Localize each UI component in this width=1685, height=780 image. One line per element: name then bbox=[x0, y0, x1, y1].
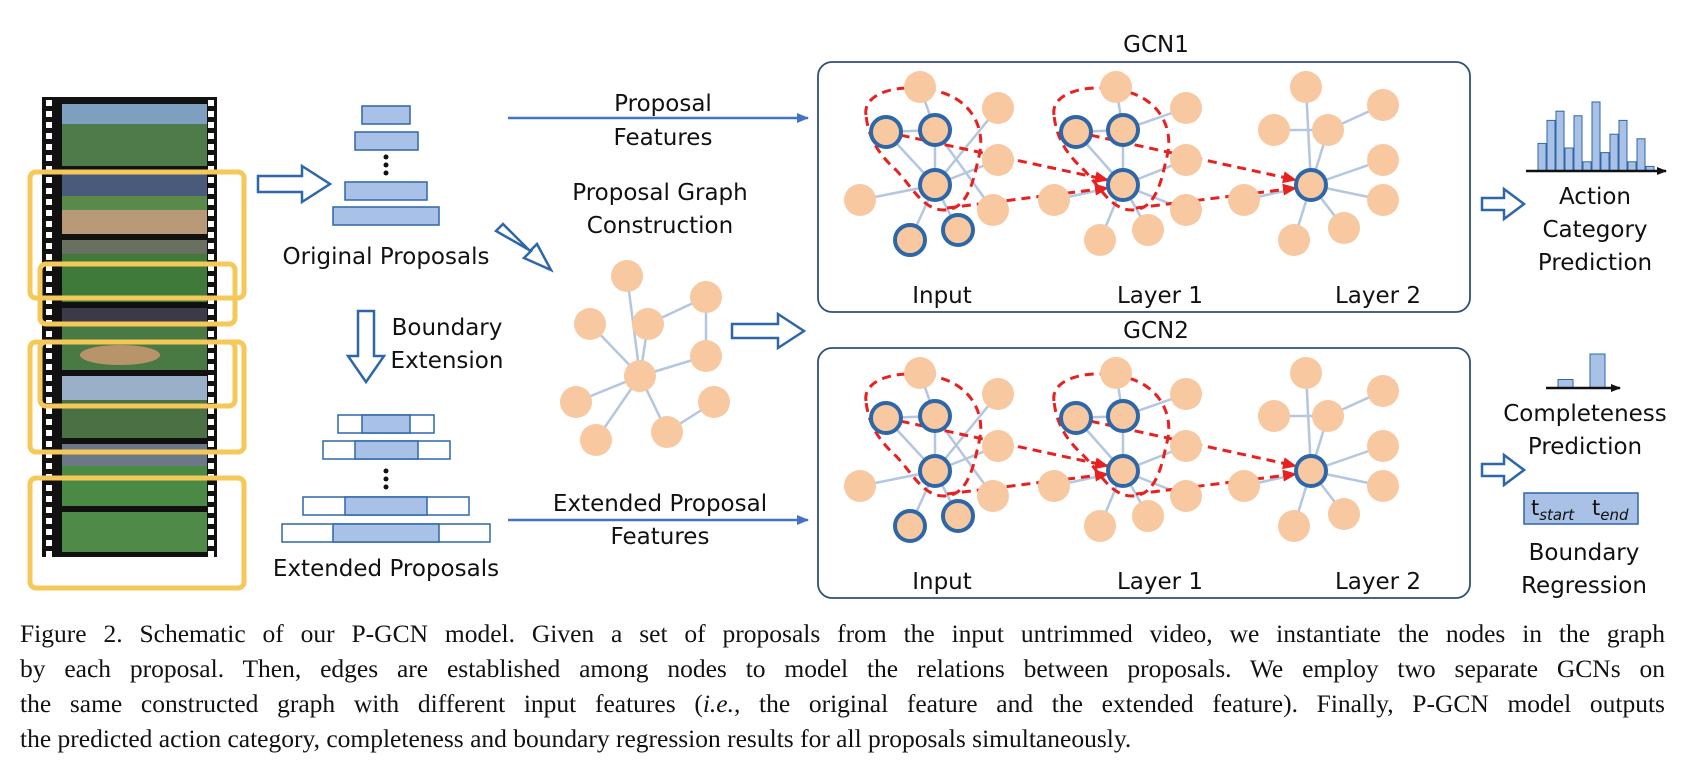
gcn1-panel bbox=[817, 61, 1471, 313]
action-histogram-bar-11 bbox=[1627, 161, 1637, 172]
original-proposals-ellipsis bbox=[383, 154, 389, 176]
action-histogram-bar-10 bbox=[1618, 119, 1628, 172]
caption-line-3: the same constructed graph with differen… bbox=[20, 686, 1665, 721]
caption-line-4: the predicted action category, completen… bbox=[20, 724, 1132, 753]
graph-construction-label-line2: Construction bbox=[587, 213, 733, 239]
action-category-histogram bbox=[1537, 101, 1655, 172]
action-histogram-bar-8 bbox=[1600, 152, 1610, 172]
gcn1-layer1-label: Layer 1 bbox=[1117, 283, 1203, 309]
boundary-extension-label-line1: Boundary bbox=[392, 315, 503, 341]
boundary-regression-label-line2: Regression bbox=[1521, 573, 1647, 599]
action-histogram-bar-4 bbox=[1564, 147, 1574, 172]
t-end-label: tend bbox=[1592, 496, 1629, 524]
gcn1-input-label: Input bbox=[912, 283, 972, 309]
film-sprocket-holes bbox=[46, 100, 214, 557]
original-proposals-label: Original Proposals bbox=[283, 244, 490, 270]
gcn1-title: GCN1 bbox=[1123, 32, 1189, 58]
caption-ie: i.e. bbox=[702, 689, 734, 718]
boundary-extension-label-line2: Extension bbox=[391, 348, 504, 374]
action-histogram-bar-12 bbox=[1636, 138, 1646, 172]
action-histogram-bar-7 bbox=[1591, 101, 1601, 172]
boundary-regression-box bbox=[1523, 492, 1639, 525]
action-histogram-bar-1 bbox=[1537, 142, 1547, 172]
video-frame-7 bbox=[62, 512, 207, 552]
hollow-arrow-to-gcn-icon bbox=[730, 311, 807, 351]
gcn2-input-label: Input bbox=[912, 569, 972, 595]
proposal-graph bbox=[560, 260, 730, 456]
gcn2-graph bbox=[844, 357, 1399, 542]
action-histogram-bar-9 bbox=[1609, 133, 1619, 172]
completeness-histogram-bar-1 bbox=[1557, 379, 1574, 389]
action-histogram-bar-2 bbox=[1546, 119, 1556, 172]
video-film-strip bbox=[27, 97, 247, 591]
extended-proposals-label: Extended Proposals bbox=[273, 556, 499, 582]
proposal-highlight-5 bbox=[27, 475, 247, 591]
proposal-highlight-2 bbox=[37, 261, 238, 327]
gcn2-panel bbox=[817, 347, 1471, 599]
extended-features-label-line2: Features bbox=[611, 524, 710, 550]
figure-caption: Figure 2. Schematic of our P-GCN model. … bbox=[20, 616, 1665, 756]
action-category-label-line3: Prediction bbox=[1538, 250, 1652, 276]
proposal-features-label-line2: Features bbox=[614, 125, 713, 151]
caption-line-1: Figure 2. Schematic of our P-GCN model. … bbox=[20, 619, 1665, 648]
boundary-regression-label-line1: Boundary bbox=[1529, 540, 1640, 566]
completeness-histogram bbox=[1557, 353, 1606, 389]
hollow-arrow-down-icon bbox=[345, 309, 387, 385]
t-start-label: tstart bbox=[1531, 496, 1575, 524]
hollow-arrow-gcn2-output-icon bbox=[1480, 452, 1527, 488]
action-histogram-bar-6 bbox=[1582, 161, 1592, 172]
proposal-highlight-1 bbox=[27, 169, 247, 301]
gcn1-graph bbox=[844, 71, 1399, 256]
completeness-label-line1: Completeness bbox=[1503, 401, 1667, 427]
proposal-features-label-line1: Proposal bbox=[614, 91, 712, 117]
hollow-arrow-right-icon bbox=[256, 163, 333, 205]
extended-proposals-ellipsis bbox=[383, 468, 389, 490]
gcn2-layer1-label: Layer 1 bbox=[1117, 569, 1203, 595]
original-proposals bbox=[332, 105, 440, 226]
gcn1-layer2-label: Layer 2 bbox=[1335, 283, 1421, 309]
hollow-arrow-gcn1-output-icon bbox=[1480, 186, 1527, 222]
caption-line-2: by each proposal. Then, edges are establ… bbox=[20, 654, 1665, 683]
action-category-label-line1: Action bbox=[1559, 184, 1631, 210]
graph-construction-label-line1: Proposal Graph bbox=[572, 180, 748, 206]
caption-line-3b: , the original feature and the extended … bbox=[733, 689, 1665, 718]
action-category-label-line2: Category bbox=[1542, 217, 1647, 243]
action-histogram-bar-5 bbox=[1573, 115, 1583, 172]
caption-line-3a: the same constructed graph with differen… bbox=[20, 689, 703, 718]
extended-features-label-line1: Extended Proposal bbox=[553, 491, 767, 517]
extended-proposals bbox=[281, 414, 491, 543]
pgcn-schematic: Original Proposals Proposal Features Pro… bbox=[27, 32, 1667, 599]
hollow-arrow-diagonal-icon bbox=[493, 222, 554, 273]
action-histogram-bar-3 bbox=[1555, 110, 1565, 172]
gcn2-layer2-label: Layer 2 bbox=[1335, 569, 1421, 595]
gcn2-title: GCN2 bbox=[1123, 318, 1189, 344]
completeness-histogram-bar-2 bbox=[1589, 353, 1606, 389]
proposal-highlight-4 bbox=[27, 339, 247, 455]
completeness-label-line2: Prediction bbox=[1528, 434, 1642, 460]
